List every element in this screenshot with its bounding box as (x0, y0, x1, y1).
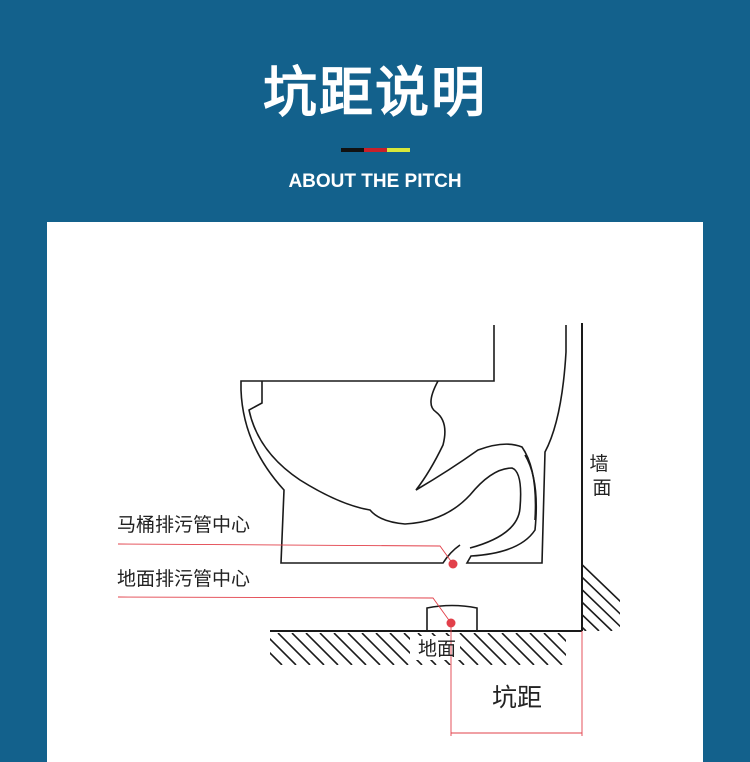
toilet-outline (240, 325, 567, 631)
hatch-line (270, 651, 283, 665)
wall-label: 墙 面 (589, 453, 614, 499)
hatch-line (319, 633, 353, 665)
hatch-line (291, 633, 325, 665)
hatch-line (557, 633, 566, 643)
hatch-line (586, 633, 618, 665)
pitch-label: 坑距 (492, 683, 542, 712)
hatch-line (375, 633, 409, 665)
wall-label-box (589, 447, 615, 505)
floor-label-box (410, 636, 460, 660)
hatch-line (277, 633, 311, 665)
hatch-line (253, 323, 573, 631)
hatch-line (543, 633, 566, 657)
hatch-line (270, 637, 297, 665)
floor-label: 地面 (418, 638, 456, 660)
leader-lines (117, 543, 583, 736)
hatch-line (600, 633, 632, 665)
hatch-line (501, 633, 535, 665)
underline-red (364, 148, 387, 152)
hatch-line (240, 323, 560, 631)
hatch-line (459, 633, 493, 665)
hatch-line (347, 633, 381, 665)
title-underline (341, 148, 410, 152)
page-subtitle: ABOUT THE PITCH (288, 171, 462, 192)
hatch-line (572, 633, 604, 665)
page-title: 坑距说明 (263, 61, 487, 124)
toilet-drain-center-dot (448, 559, 458, 569)
hatch-line (361, 633, 395, 665)
hatch-line (529, 633, 563, 665)
floor-drain-center-label: 地面排污管中心 (117, 568, 250, 590)
hatch-line (473, 633, 507, 665)
floor-drain-center-dot (446, 618, 456, 628)
wall-hatching (240, 323, 620, 631)
hatch-line (582, 588, 620, 628)
floor-drain-leader (117, 596, 452, 624)
hatch-line (582, 563, 620, 603)
hatch-line (305, 633, 339, 665)
underline-black (341, 148, 364, 152)
hatch-line (487, 633, 521, 665)
hatch-line (333, 633, 367, 665)
hatch-line (582, 575, 620, 615)
hatch-line (582, 613, 600, 631)
underline-yellow (387, 148, 410, 152)
hatch-line (515, 633, 549, 665)
toilet-drain-center-label: 马桶排污管中心 (117, 514, 250, 536)
toilet-drain-leader (117, 543, 454, 565)
